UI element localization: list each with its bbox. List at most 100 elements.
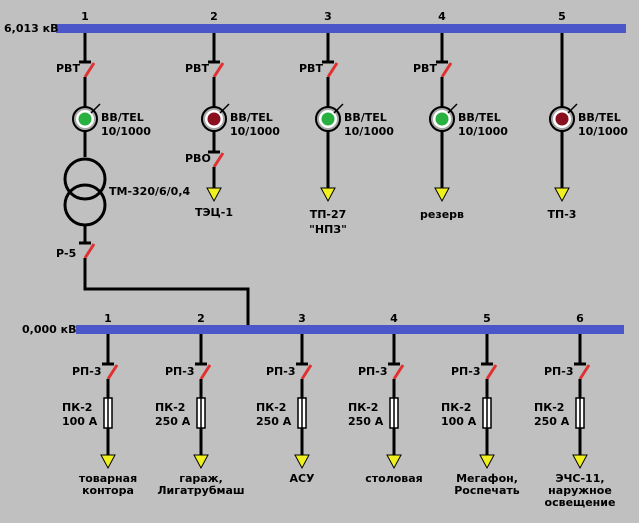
load-arrow	[572, 454, 588, 470]
breaker-switch[interactable]	[388, 362, 405, 380]
load-label: товарная	[79, 472, 137, 485]
feeder-number: 4	[438, 10, 446, 23]
load-label: ТП-27	[310, 208, 347, 221]
load-label: резерв	[420, 208, 464, 221]
breaker-indicator[interactable]	[315, 103, 344, 132]
breaker-switch[interactable]	[195, 362, 212, 380]
load-label: АСУ	[289, 472, 315, 485]
feeder-number: 6	[576, 312, 584, 325]
disconnector-switch-blade	[83, 243, 96, 259]
breaker-indicator[interactable]	[201, 103, 230, 132]
load-arrow	[479, 454, 495, 470]
fuse-label: ПК-2	[441, 401, 471, 414]
breaker-indicator-mark	[447, 103, 458, 114]
feeder-number: 3	[324, 10, 332, 23]
fuse-rating: 250 А	[534, 415, 570, 428]
bus-top-voltage: 6,013 кВ	[4, 22, 58, 35]
switch-label: РП-3	[451, 365, 481, 378]
bus-top-feeders: 1РВТВВ/TEL10/1000ТМ-320/6/0,4Р-52РВТВВ/T…	[56, 10, 628, 260]
disconnector-label: РВТ	[299, 62, 323, 75]
disconnector-switch[interactable]	[208, 150, 225, 168]
disconnector-switch[interactable]	[436, 60, 453, 78]
load-label: Лигатрубмаш	[157, 484, 244, 497]
fuse-rating: 250 А	[155, 415, 191, 428]
feeder-number: 2	[197, 312, 205, 325]
feeder-number: 1	[81, 10, 89, 23]
disconnector-label: Р-5	[56, 247, 76, 260]
load-arrow	[434, 187, 450, 203]
breaker-rating: 10/1000	[458, 125, 508, 138]
disconnector-switch[interactable]	[79, 60, 96, 78]
breaker-switch[interactable]	[102, 362, 119, 380]
feeder-number: 2	[210, 10, 218, 23]
load-arrow	[193, 454, 209, 470]
breaker-indicator-lamp	[321, 112, 335, 126]
disconnector-label: РВТ	[56, 62, 80, 75]
load-label: наружное	[548, 484, 612, 497]
load-label: освещение	[545, 496, 616, 509]
breaker-rating: 10/1000	[101, 125, 151, 138]
fuse-label: ПК-2	[256, 401, 286, 414]
transformer-label: ТМ-320/6/0,4	[109, 185, 190, 198]
breaker-rating: 10/1000	[578, 125, 628, 138]
load-label: контора	[82, 484, 134, 497]
breaker-switch[interactable]	[481, 362, 498, 380]
breaker-indicator[interactable]	[72, 103, 101, 132]
breaker-indicator-lamp	[435, 112, 449, 126]
breaker-switch[interactable]	[296, 362, 313, 380]
fuse-label: ПК-2	[62, 401, 92, 414]
switch-label: РП-3	[72, 365, 102, 378]
breaker-switch[interactable]	[574, 362, 591, 380]
load-label: ЭЧС-11,	[555, 472, 604, 485]
breaker-indicator-lamp	[207, 112, 221, 126]
disconnector-switch-blade	[83, 62, 96, 78]
breaker-rating: 10/1000	[344, 125, 394, 138]
disconnector-switch-blade	[326, 62, 339, 78]
disconnector-switch-blade	[440, 62, 453, 78]
disconnector-switch[interactable]	[79, 241, 96, 259]
breaker-indicator-mark	[219, 103, 230, 114]
breaker-indicator-mark	[567, 103, 578, 114]
tie-line	[83, 258, 250, 325]
feeder-number: 5	[558, 10, 566, 23]
load-label: ТЭЦ-1	[195, 206, 233, 219]
breaker-rating: 10/1000	[230, 125, 280, 138]
breaker-indicator[interactable]	[429, 103, 458, 132]
breaker-label: ВВ/TEL	[578, 111, 621, 124]
breaker-label: ВВ/TEL	[458, 111, 501, 124]
switch-label: РП-3	[544, 365, 574, 378]
breaker-indicator-lamp	[78, 112, 92, 126]
disconnector-switch[interactable]	[322, 60, 339, 78]
breaker-switch-blade	[392, 364, 405, 380]
switch-label: РП-3	[165, 365, 195, 378]
disconnector-switch[interactable]	[208, 60, 225, 78]
disconnector-switch-blade	[212, 62, 225, 78]
breaker-label: ВВ/TEL	[101, 111, 144, 124]
fuse-rating: 100 А	[62, 415, 98, 428]
feeder-number: 5	[483, 312, 491, 325]
load-label: гараж,	[179, 472, 223, 485]
disconnector-switch-blade	[212, 152, 225, 168]
bus-top-bar[interactable]	[56, 24, 626, 33]
breaker-label: ВВ/TEL	[230, 111, 273, 124]
load-arrow	[386, 454, 402, 470]
feeder-number: 3	[298, 312, 306, 325]
load-arrow	[100, 454, 116, 470]
breaker-switch-blade	[300, 364, 313, 380]
breaker-indicator-mark	[333, 103, 344, 114]
bus-bottom-bar[interactable]	[76, 325, 624, 334]
breaker-label: ВВ/TEL	[344, 111, 387, 124]
fuse-label: ПК-2	[348, 401, 378, 414]
fuse-label: ПК-2	[534, 401, 564, 414]
load-arrow	[294, 454, 310, 470]
load-arrow	[320, 187, 336, 203]
load-label: Роспечать	[454, 484, 520, 497]
